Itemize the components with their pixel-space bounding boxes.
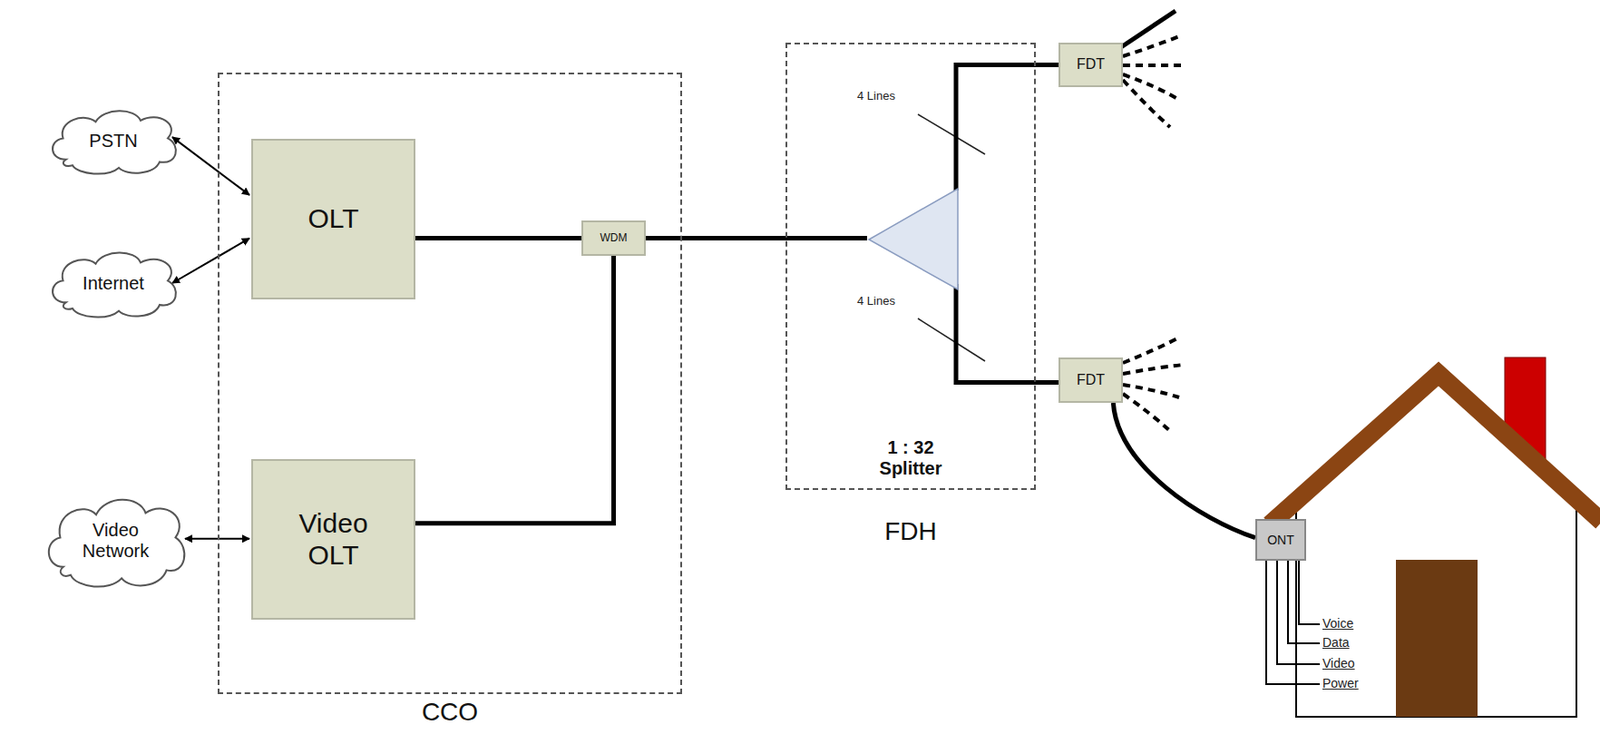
fiber-link xyxy=(1112,402,1256,538)
fiber-link xyxy=(415,255,615,524)
node-label: WDM xyxy=(600,232,628,245)
node-label: Video OLT xyxy=(288,507,380,571)
drop-fiber xyxy=(1122,74,1180,100)
node-label: PSTN xyxy=(88,130,137,152)
fiber-link xyxy=(956,283,1059,383)
equipment-box: FDT xyxy=(1058,42,1123,88)
node-label: FDT xyxy=(1076,56,1105,73)
cloud-path xyxy=(52,110,176,174)
cloud-path xyxy=(48,499,186,587)
equipment-box: FDT xyxy=(1058,357,1123,403)
drop-fiber xyxy=(1122,79,1171,127)
line-count-label: 4 Lines xyxy=(857,88,896,103)
service-label: Video xyxy=(1322,655,1356,671)
service-link xyxy=(172,238,250,283)
network-cloud: PSTN xyxy=(45,105,182,176)
service-wire xyxy=(1287,560,1320,644)
node-label: FDT xyxy=(1076,371,1105,389)
service-wire xyxy=(1266,560,1320,684)
network-cloud: Video Network xyxy=(40,491,191,590)
drop-fiber xyxy=(1122,393,1171,431)
equipment-box: WDM xyxy=(581,220,646,256)
node-label: 1 : 32 Splitter xyxy=(865,437,957,479)
node-label: CCO xyxy=(219,697,681,727)
house-wall xyxy=(1296,380,1577,717)
service-link xyxy=(172,136,250,196)
roof xyxy=(1269,373,1600,525)
drop-fiber xyxy=(1121,10,1176,48)
splitter-shape xyxy=(868,188,958,290)
drop-fiber xyxy=(1122,384,1180,398)
network-cloud: Internet xyxy=(45,246,182,320)
service-label: Voice xyxy=(1322,615,1354,631)
drop-fiber xyxy=(1122,337,1180,363)
drop-fiber xyxy=(1122,63,1184,68)
splitter-triangle xyxy=(787,44,1035,488)
drop-fiber xyxy=(1122,364,1184,374)
cloud-path xyxy=(52,252,176,317)
service-wire xyxy=(1298,560,1320,625)
drop-fiber xyxy=(1122,36,1180,57)
fiber-link xyxy=(956,65,1059,192)
line-count-mark xyxy=(917,114,986,155)
node-label: Internet xyxy=(82,273,145,294)
service-wire xyxy=(1277,560,1320,664)
site-boundary: 1 : 32 SplitterFDH xyxy=(785,42,1036,490)
service-label: Data xyxy=(1322,634,1350,650)
node-label: OLT xyxy=(307,203,359,235)
fiber-link xyxy=(415,235,582,241)
equipment-box: Video OLT xyxy=(251,458,416,620)
node-label: ONT xyxy=(1267,532,1295,547)
line-count-mark xyxy=(917,318,986,361)
equipment-box: OLT xyxy=(251,138,416,300)
door xyxy=(1395,559,1478,717)
line-count-label: 4 Lines xyxy=(857,293,896,308)
fiber-link xyxy=(645,235,868,241)
site-boundary: CCOOLTWDMVideo OLT xyxy=(217,72,683,694)
node-label: Video Network xyxy=(70,519,162,562)
equipment-box: ONT xyxy=(1255,518,1307,561)
node-label: FDH xyxy=(787,517,1035,547)
service-label: Power xyxy=(1322,675,1359,691)
